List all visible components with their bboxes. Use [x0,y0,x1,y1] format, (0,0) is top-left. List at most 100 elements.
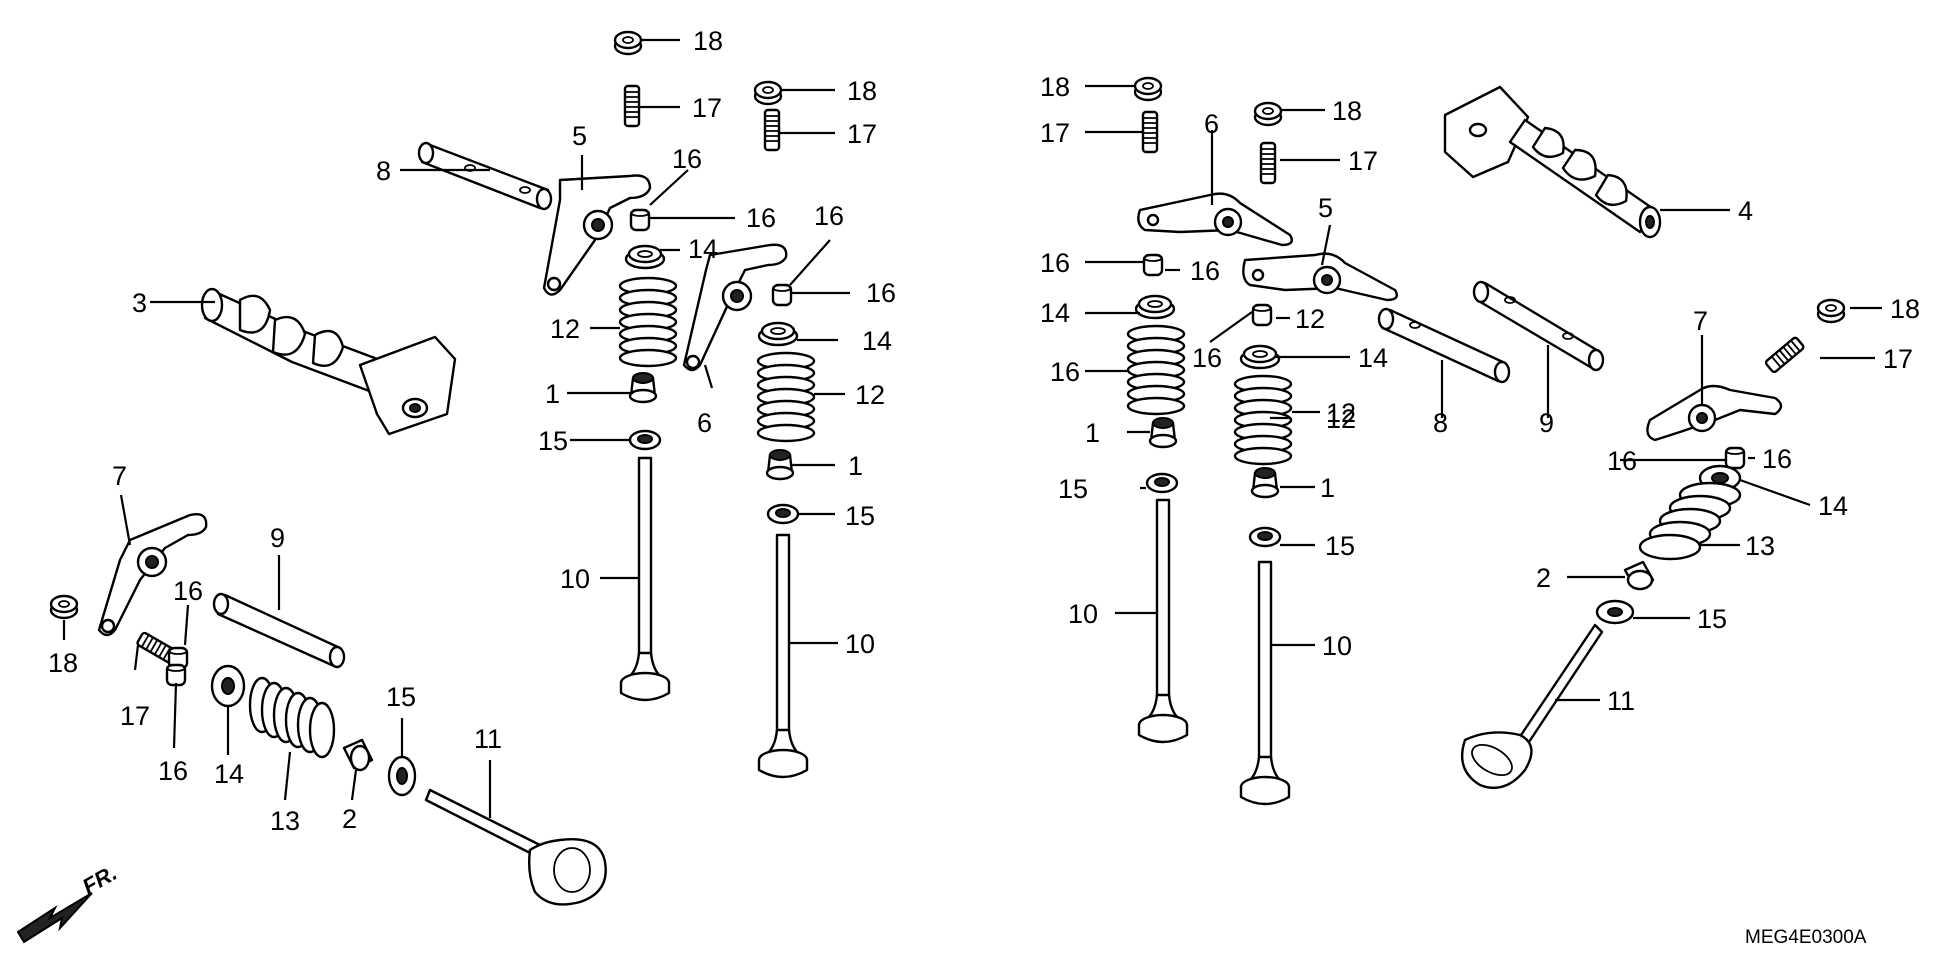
callout: 10 [560,564,590,594]
callout: 9 [1539,408,1554,438]
valve [1460,623,1604,790]
callout: 14 [862,326,892,356]
callout: 13 [270,806,300,836]
callout: 16 [1607,446,1637,476]
callout: 2 [1536,563,1551,593]
callout: 14 [688,234,718,264]
spring-seat [766,503,800,525]
spring-retainer [757,321,799,347]
callout: 10 [1068,599,1098,629]
callout: 18 [693,26,723,56]
lock-nut [613,30,643,56]
callout: 15 [538,426,568,456]
callout: 15 [1697,604,1727,634]
lock-nut [1133,76,1163,102]
callout: 1 [545,379,560,409]
callout: 8 [1433,408,1448,438]
callout: 16 [158,756,188,786]
callout: 17 [1883,344,1913,374]
spring-seat [1248,526,1282,548]
callout: 1 [1085,418,1100,448]
callout: 6 [697,408,712,438]
spring-seat [1595,599,1635,625]
valve [757,533,809,779]
callout: 16 [672,144,702,174]
callout: 12 [550,314,580,344]
callout: 1 [1320,473,1335,503]
valve-spring [618,276,678,368]
valve-spring [1126,324,1186,416]
callout: 17 [847,119,877,149]
lock-nut [49,594,79,620]
valve-cotter [771,283,793,307]
adjusting-screw [1141,110,1159,154]
valve-cotter [1724,446,1746,470]
rocker-arm [542,174,652,296]
callout: 17 [1040,118,1070,148]
valve [1239,560,1291,806]
callout: 11 [474,724,502,754]
rocker-arm [1646,384,1783,442]
rocker-shaft [417,141,553,211]
callout: 17 [120,701,150,731]
valve-stem-seal [765,448,795,481]
callout: 16 [1192,343,1222,373]
valve-stem-seal [1623,560,1655,591]
valve-stem-seal [1148,416,1178,449]
adjusting-screw [623,84,641,128]
callout: 17 [692,93,722,123]
valve-cotter [1251,303,1273,327]
callout: 5 [1318,193,1333,223]
adjusting-screw [1259,141,1277,185]
callout: 15 [845,501,875,531]
valve-spring [248,676,336,759]
rocker-shaft [212,592,346,669]
spring-retainer [1239,344,1281,370]
adjusting-screw [763,108,781,152]
callout: 10 [1322,631,1352,661]
callout: 15 [386,682,416,712]
callout: 16 [1040,248,1070,278]
callout: 3 [132,288,147,318]
lock-nut [753,80,783,106]
spring-seat [1145,472,1179,494]
callout: 15 [1058,474,1088,504]
adjusting-screw [1763,335,1806,375]
callout: 2 [342,804,357,834]
callout: 14 [1358,343,1388,373]
callout: 16 [866,278,896,308]
camshaft [200,287,457,436]
callout: 10 [845,629,875,659]
valve-cotter [629,208,651,232]
callout: 17 [1348,146,1378,176]
callout: 16 [746,203,776,233]
valve-spring [1638,481,1742,561]
callout: 14 [214,759,244,789]
callout: 18 [48,648,78,678]
valve [1137,498,1189,744]
callout: 9 [270,523,285,553]
spring-seat [387,755,417,797]
callout: 7 [1693,306,1708,336]
callout: 18 [847,76,877,106]
leader-lines [62,38,1882,818]
rocker-arm [682,243,788,372]
spring-retainer [624,244,666,270]
lock-nut [1816,298,1846,324]
callout: 16 [173,576,203,606]
callout: 5 [572,121,587,151]
callout: 16 [1762,444,1792,474]
callout: 12 [1326,404,1356,434]
spring-retainer [1134,294,1176,320]
callout: 6 [1204,109,1219,139]
callout: 13 [1745,531,1775,561]
callout: 12 [1295,304,1325,334]
valve-spring [756,351,816,443]
diagram-code: MEG4E0300A [1745,927,1867,948]
rocker-arm [1137,192,1293,247]
valve-cotter [1142,253,1164,277]
callout: 18 [1332,96,1362,126]
callout: 16 [1050,357,1080,387]
callout: 15 [1325,531,1355,561]
